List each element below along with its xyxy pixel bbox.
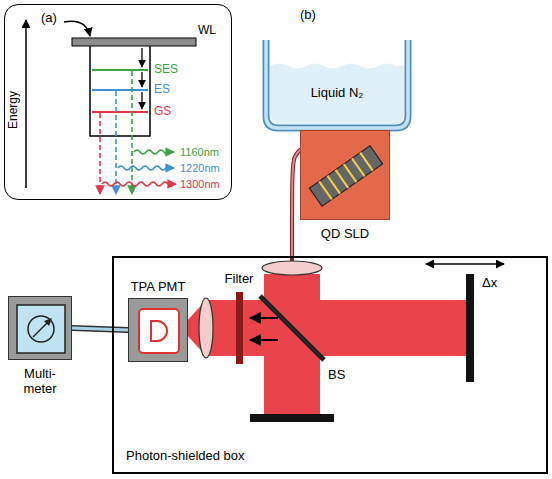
displacement-label: Δx <box>482 276 497 291</box>
sld-mount: QD SLD <box>300 130 390 220</box>
moving-mirror <box>466 274 474 382</box>
relaxation-arrows <box>142 48 143 109</box>
multimeter: Multi- meter <box>8 296 72 360</box>
recombination-arrows <box>99 113 101 194</box>
energy-levels <box>92 111 148 113</box>
optical-filter <box>236 292 243 364</box>
liquid-nitrogen <box>270 64 404 125</box>
gauge-needle <box>44 318 52 326</box>
optical-filter <box>236 292 243 364</box>
sld-chip <box>309 146 382 206</box>
energy-levels <box>92 89 148 91</box>
emission-waves <box>118 166 174 170</box>
level-label: SES <box>154 63 178 77</box>
signal-cable <box>72 328 128 330</box>
relaxation-arrows <box>141 48 142 67</box>
energy-axis <box>26 20 27 188</box>
node-label: QD SLD <box>321 227 369 242</box>
collimating-lens <box>262 261 322 275</box>
panel-label: (b) <box>300 8 316 23</box>
capture-arrow <box>64 21 90 36</box>
node-label: Multi- meter <box>23 367 56 397</box>
energy-levels <box>92 69 148 71</box>
laser-beam <box>206 300 466 356</box>
axis-label: Energy <box>7 91 21 129</box>
relaxation-arrows <box>141 72 142 87</box>
optical-fiber <box>292 150 300 256</box>
focusing-lens <box>199 298 213 358</box>
sld-mount-art <box>301 131 391 221</box>
signal-cable <box>72 328 128 330</box>
component-label: BS <box>328 368 345 383</box>
component-label: Filter <box>225 272 254 287</box>
emission-waves <box>134 150 174 154</box>
displacement-arrow <box>426 264 504 265</box>
beam-direction-arrows <box>250 318 278 340</box>
quantum-well <box>90 46 150 136</box>
wavelength-label: 1220nm <box>180 162 220 175</box>
beam-splitter <box>260 296 324 360</box>
capture-arrow <box>64 21 90 36</box>
fixed-mirror <box>250 414 334 422</box>
meter-face <box>17 305 65 353</box>
gauge-symbol <box>28 316 54 342</box>
moving-mirror <box>466 274 474 382</box>
pmt-window <box>139 309 179 353</box>
dewar: Liquid N₂ <box>262 40 412 132</box>
wavelength-label: 1300nm <box>180 178 220 191</box>
optical-fiber <box>292 150 300 256</box>
beam-direction-arrows <box>250 317 278 319</box>
level-label: GS <box>154 105 171 119</box>
dewar-wall <box>266 40 408 128</box>
emission-waves <box>102 150 176 186</box>
level-label: ES <box>154 83 170 97</box>
optical-fiber <box>292 150 300 256</box>
dewar-wall <box>266 40 408 128</box>
quantum-well <box>90 46 150 136</box>
band-label: WL <box>198 24 216 38</box>
energy-levels <box>92 70 148 112</box>
detector-symbol <box>151 321 167 341</box>
beam-splitter <box>260 296 324 360</box>
beam-direction-arrows <box>250 339 278 341</box>
laser-beam <box>186 274 466 414</box>
pmt-detector-art <box>129 299 189 363</box>
wetting-layer <box>72 38 196 46</box>
pmt-detector: TPA PMT <box>128 298 188 362</box>
displacement-arrow <box>426 263 504 265</box>
multimeter-art <box>9 297 73 361</box>
recombination-arrows <box>131 71 133 194</box>
relaxation-arrows <box>141 92 142 109</box>
focusing-lens <box>199 298 213 358</box>
gauge-needle <box>33 322 48 337</box>
node-label: Liquid N₂ <box>311 86 364 101</box>
fixed-mirror <box>250 414 334 422</box>
recombination-arrows <box>115 91 117 194</box>
signal-cable <box>72 328 128 330</box>
recombination-arrows <box>100 71 132 194</box>
emission-waves <box>102 182 176 186</box>
node-label: TPA PMT <box>131 280 186 295</box>
energy-axis <box>25 20 27 188</box>
wetting-layer <box>72 38 196 46</box>
node-label: (a) <box>41 11 57 26</box>
wavelength-label: 1160nm <box>180 146 219 159</box>
node-label: Photon-shielded box <box>126 449 245 464</box>
collimating-lens <box>262 261 322 275</box>
